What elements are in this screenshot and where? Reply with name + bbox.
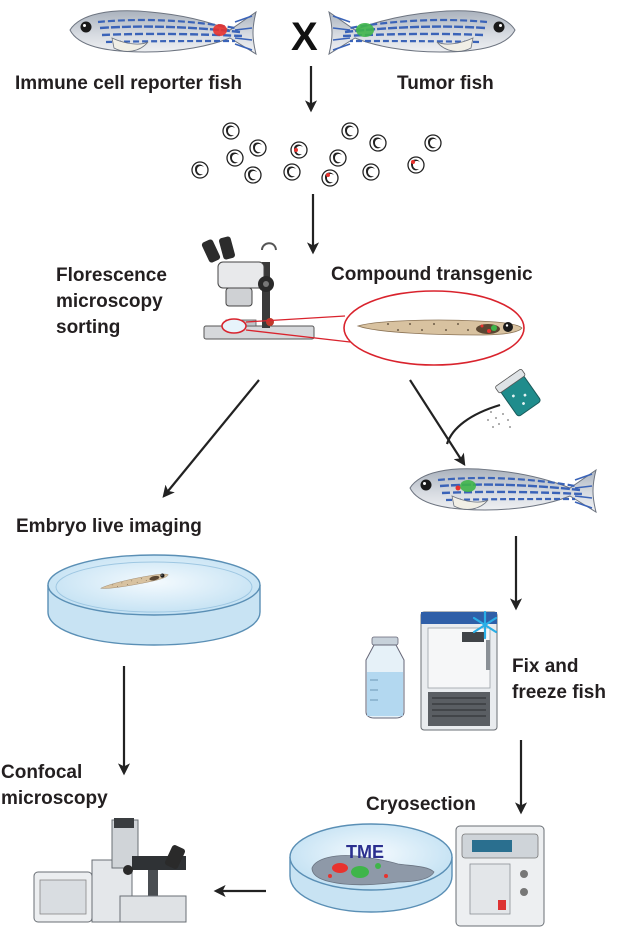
stereo-microscope-icon bbox=[201, 236, 315, 340]
treated-adult-fish bbox=[408, 467, 598, 514]
sorting-label-line1: Florescence bbox=[56, 265, 167, 286]
immune-reporter-label: Immune cell reporter fish bbox=[15, 73, 242, 94]
confocal-microscope-icon bbox=[33, 818, 187, 923]
confocal-label-line2: microscopy bbox=[1, 788, 108, 809]
compound-transgenic-label: Compound transgenic bbox=[331, 264, 533, 285]
drug-bottle-icon bbox=[495, 369, 541, 417]
tme-label: TME bbox=[346, 842, 384, 862]
cross-symbol: X bbox=[291, 15, 318, 59]
embryo-cluster-icon bbox=[191, 122, 442, 187]
immune-reporter-fish bbox=[68, 9, 258, 56]
cryostat-icon bbox=[455, 825, 545, 927]
snowflake-icon bbox=[472, 610, 498, 640]
sorting-label-line3: sorting bbox=[56, 317, 120, 338]
fix-freeze-label-line1: Fix and bbox=[512, 656, 579, 677]
fixative-bottle-icon bbox=[365, 636, 405, 719]
tumor-fish bbox=[327, 9, 517, 56]
confocal-label-line1: Confocal bbox=[1, 762, 82, 783]
tissue-section bbox=[311, 855, 435, 886]
embryo-imaging-label: Embryo live imaging bbox=[16, 516, 202, 537]
sorting-label-line2: microscopy bbox=[56, 291, 163, 312]
transgenic-larva-icon bbox=[357, 319, 523, 336]
freezer-icon bbox=[420, 611, 498, 731]
tumor-fish-label: Tumor fish bbox=[397, 73, 494, 94]
petri-dish-icon bbox=[47, 554, 261, 646]
cryosection-label: Cryosection bbox=[366, 794, 476, 815]
fix-freeze-label-line2: freeze fish bbox=[512, 682, 606, 703]
drug-particles bbox=[487, 411, 511, 428]
